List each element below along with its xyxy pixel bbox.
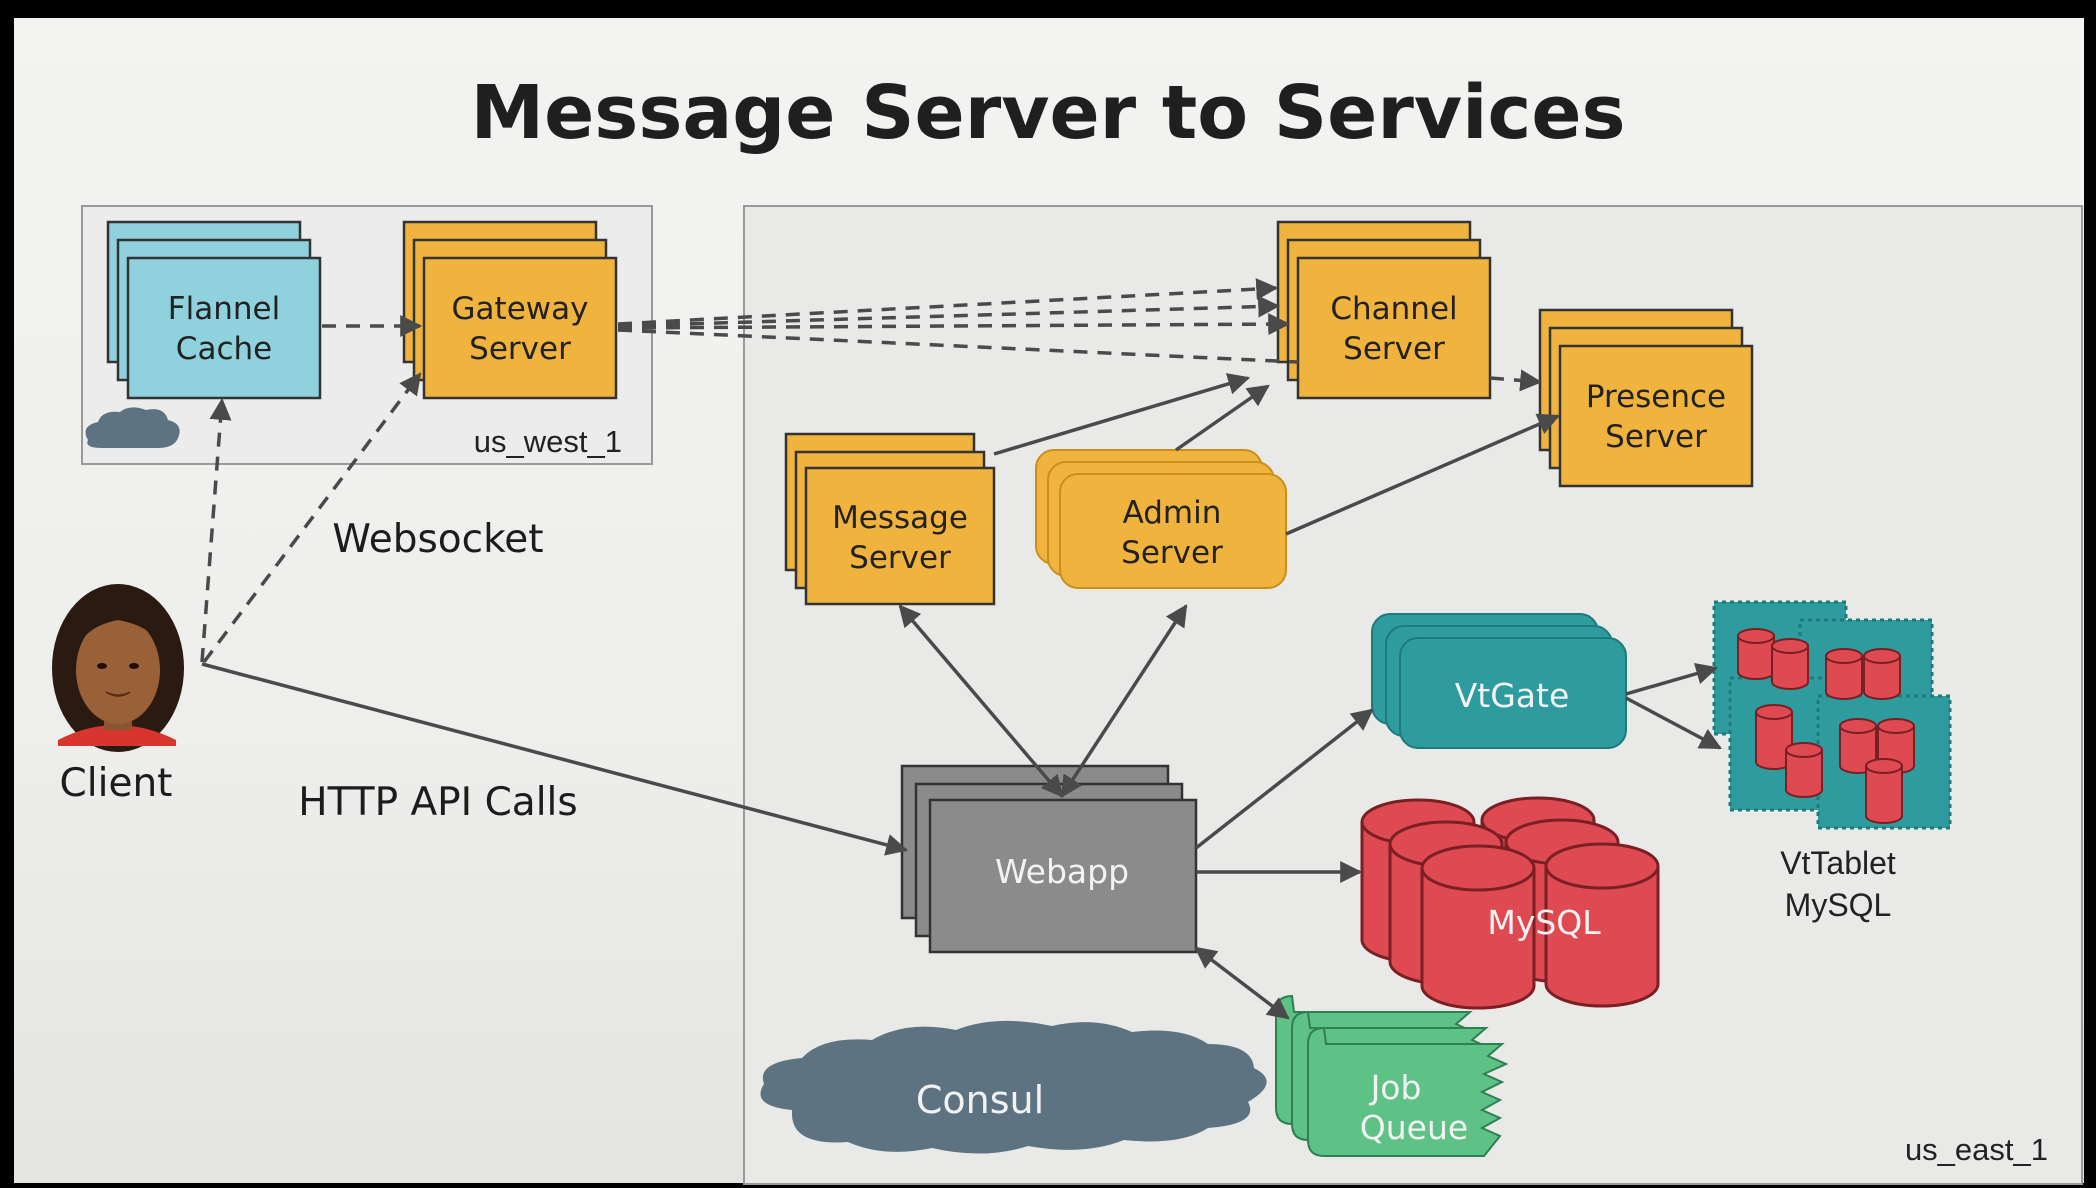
consul-node: Consul bbox=[760, 1020, 1267, 1154]
edge-webapp-to-vtgate bbox=[1194, 708, 1374, 850]
edge-vtgate-to-vttablet-1 bbox=[1625, 662, 1719, 696]
edge-client-to-webapp bbox=[201, 662, 909, 856]
edge-gateway-to-channel-3 bbox=[617, 313, 1291, 336]
message-server-label-1: Message bbox=[832, 500, 968, 536]
edge-admin-to-presence bbox=[1285, 413, 1561, 536]
edge-webapp-admin bbox=[1060, 604, 1188, 798]
channel-server-label-2: Server bbox=[1343, 331, 1445, 367]
message-server-node: Message Server bbox=[784, 432, 996, 606]
gateway-server-label-1: Gateway bbox=[452, 291, 589, 327]
edge-webapp-jobqueue bbox=[1194, 946, 1290, 1020]
presence-server-label-1: Presence bbox=[1586, 379, 1726, 415]
presence-server-label-2: Server bbox=[1605, 419, 1707, 455]
webapp-node: Webapp bbox=[900, 764, 1198, 954]
webapp-label: Webapp bbox=[995, 852, 1129, 891]
edges bbox=[200, 278, 1722, 1020]
flannel-cache-label-1: Flannel bbox=[168, 291, 280, 327]
admin-server-node: Admin Server bbox=[1035, 449, 1287, 589]
gateway-server-node: Gateway Server bbox=[402, 220, 618, 400]
region-label-west: us_west_1 bbox=[474, 424, 622, 459]
edge-gateway-to-presence bbox=[617, 328, 1299, 364]
job-queue-label-2: Queue bbox=[1360, 1108, 1468, 1147]
edge-channel-to-presence bbox=[1489, 369, 1543, 392]
edge-client-to-flannel bbox=[200, 397, 232, 663]
edge-webapp-message bbox=[898, 604, 1064, 798]
job-queue-node: Job Queue bbox=[1275, 994, 1509, 1157]
client-label: Client bbox=[60, 761, 173, 806]
region-label-east: us_east_1 bbox=[1905, 1132, 2048, 1167]
edge-vtgate-to-vttablet-2 bbox=[1625, 696, 1722, 750]
vttablet-node: VtTablet MySQL bbox=[1712, 600, 1952, 923]
edge-admin-to-channel bbox=[1175, 384, 1270, 452]
http-api-calls-label: HTTP API Calls bbox=[298, 780, 577, 825]
channel-server-label-1: Channel bbox=[1330, 291, 1457, 327]
edge-gateway-to-channel-1 bbox=[617, 278, 1279, 326]
mysql-node bbox=[1360, 796, 1660, 1010]
consul-label: Consul bbox=[916, 1078, 1044, 1122]
cloud-icon bbox=[85, 407, 180, 448]
database-icon bbox=[1737, 628, 1915, 824]
mysql-label: MySQL bbox=[1487, 903, 1601, 942]
vttablet-label-1: VtTablet bbox=[1780, 845, 1896, 881]
flannel-cache-label-2: Cache bbox=[176, 331, 272, 367]
message-server-label-2: Server bbox=[849, 540, 951, 576]
admin-server-label-1: Admin bbox=[1123, 495, 1222, 531]
cloud-icon bbox=[760, 1020, 1267, 1154]
edge-client-to-gateway bbox=[202, 372, 422, 664]
avatar bbox=[52, 584, 184, 752]
vttablet-label-2: MySQL bbox=[1785, 887, 1892, 923]
slide-title: Message Server to Services bbox=[470, 70, 1625, 156]
channel-server-node: Channel Server bbox=[1276, 220, 1492, 400]
admin-server-label-2: Server bbox=[1121, 535, 1223, 571]
flannel-cache-node: Flannel Cache bbox=[106, 220, 322, 400]
vtgate-label: VtGate bbox=[1455, 676, 1570, 715]
gateway-server-label-2: Server bbox=[469, 331, 571, 367]
edge-message-to-channel bbox=[993, 373, 1251, 456]
presence-server-node: Presence Server bbox=[1538, 308, 1754, 488]
websocket-label: Websocket bbox=[332, 517, 543, 562]
vtgate-node: VtGate bbox=[1371, 613, 1627, 749]
job-queue-label-1: Job bbox=[1369, 1068, 1422, 1107]
